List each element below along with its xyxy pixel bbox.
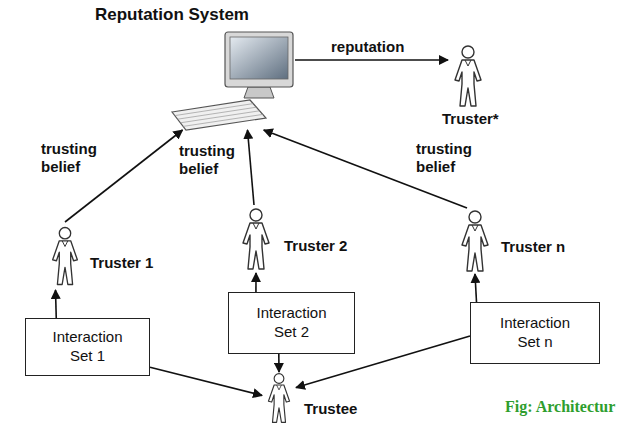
person-node: Truster 1 (46, 222, 84, 290)
connector-arrow (295, 59, 448, 61)
system-heading: Reputation System (95, 5, 249, 25)
person-icon (236, 205, 276, 273)
edge-label: trusting belief (40, 140, 108, 176)
edge-label: trusting belief (415, 140, 483, 176)
person-node: Truster 2 (236, 205, 276, 273)
connector-arrow (278, 354, 280, 372)
person-label: Truster 1 (90, 254, 153, 271)
box-label: Interaction Set 2 (246, 304, 338, 342)
reputation-system-node: Reputation System (170, 30, 295, 130)
connector-arrow (475, 274, 477, 302)
figure-caption: Fig: Architectur (505, 398, 615, 416)
person-icon (448, 44, 488, 108)
edge-label: trusting belief (178, 142, 244, 178)
interaction-set-box: Interaction Set n (470, 302, 600, 364)
person-node: Trustee (262, 372, 296, 424)
connector-arrow (248, 130, 255, 205)
interaction-set-box: Interaction Set 1 (25, 318, 150, 376)
person-label: Truster 2 (284, 237, 347, 254)
person-node: Truster* (448, 44, 488, 108)
person-label: Truster* (442, 110, 499, 127)
connector-arrow (255, 273, 257, 292)
box-label: Interaction Set 1 (42, 328, 134, 366)
person-label: Trustee (304, 400, 357, 417)
person-icon (262, 372, 296, 424)
edge-label: reputation (330, 38, 405, 56)
interaction-set-box: Interaction Set 2 (228, 292, 355, 354)
person-icon (46, 222, 84, 290)
person-node: Truster n (455, 208, 495, 274)
box-label: Interaction Set n (489, 314, 581, 352)
connector-arrow (55, 290, 57, 318)
computer-icon (170, 30, 295, 130)
person-label: Truster n (501, 238, 565, 255)
connector-arrow (150, 367, 262, 395)
person-icon (455, 208, 495, 274)
